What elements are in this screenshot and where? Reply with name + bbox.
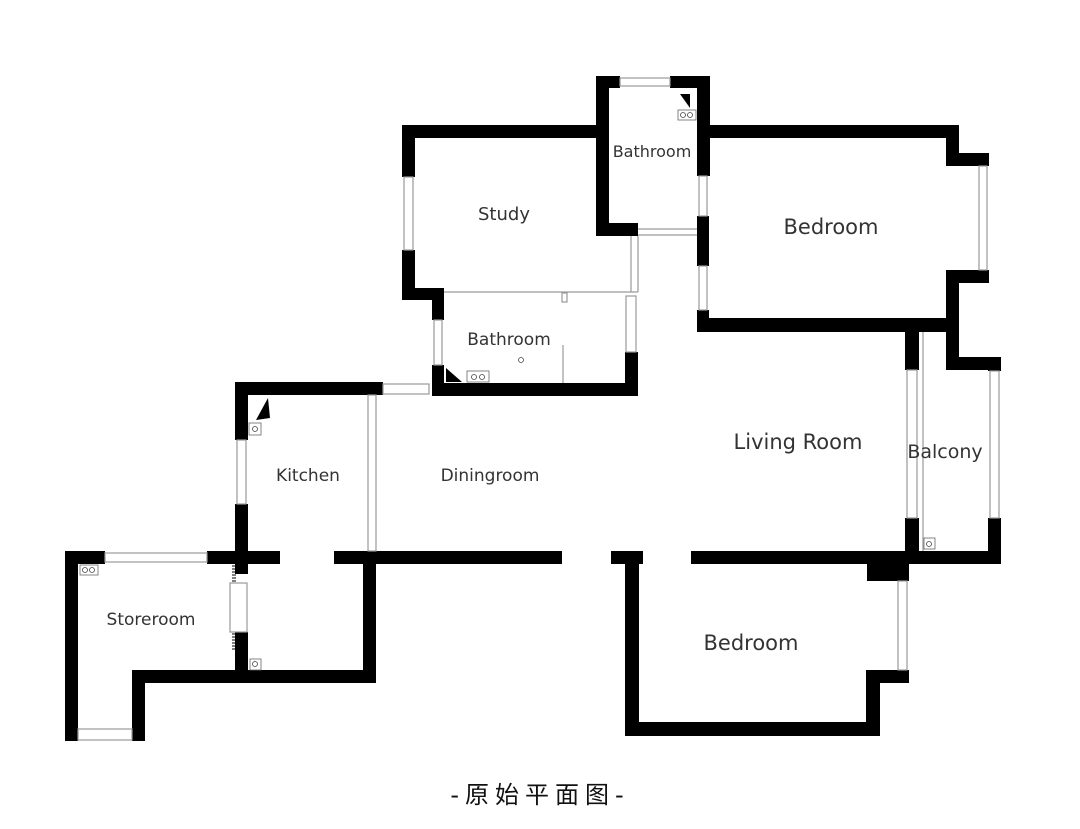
room-label-storeroom: Storeroom [107, 610, 196, 630]
partition [625, 295, 637, 353]
partition [229, 582, 248, 633]
wall [402, 125, 415, 177]
window [978, 165, 988, 271]
room-label-living-room: Living Room [734, 430, 863, 454]
wall [65, 551, 78, 741]
wall [235, 382, 248, 440]
wall [625, 551, 639, 736]
drain [249, 658, 262, 671]
floor-drain [518, 357, 524, 363]
wall [977, 153, 989, 166]
room-label-study: Study [478, 204, 530, 225]
drain [89, 567, 95, 573]
window [77, 728, 133, 741]
drain [82, 567, 88, 573]
wall [625, 352, 638, 396]
windows-and-partitions [77, 77, 1000, 741]
drain [926, 541, 932, 547]
pipe-shaft [256, 398, 270, 420]
wall [334, 551, 562, 564]
wall [946, 357, 1001, 370]
drain [252, 426, 258, 432]
wall [625, 722, 880, 736]
wall [988, 357, 1001, 371]
wall [207, 551, 280, 564]
wall [235, 632, 248, 683]
window [382, 383, 430, 395]
room-label-bedroom-top: Bedroom [784, 215, 879, 239]
wall [697, 318, 959, 332]
wall [866, 670, 909, 683]
wall [432, 288, 444, 320]
window [989, 370, 1000, 519]
wall [65, 728, 78, 741]
plan-caption: -原始平面图- [450, 781, 630, 809]
drain [252, 661, 258, 667]
window [433, 319, 443, 366]
fixture [561, 292, 568, 303]
drain [248, 422, 262, 436]
drain [79, 564, 99, 576]
drain [680, 112, 686, 118]
wall [132, 670, 376, 683]
room-label-bathroom-top: Bathroom [613, 142, 692, 161]
drain [479, 374, 485, 380]
pipe-shaft [680, 94, 690, 108]
wall [596, 223, 638, 236]
partition [367, 394, 377, 552]
room-labels: Study Bathroom Bedroom Bathroom Living R… [107, 142, 983, 655]
wall [697, 216, 709, 266]
wall [905, 330, 919, 370]
sliding-door [906, 369, 918, 519]
drain [923, 537, 936, 550]
fixtures [79, 94, 936, 671]
partition [698, 175, 708, 217]
drain [677, 109, 697, 121]
hatch-marks [232, 565, 236, 650]
window [236, 439, 247, 505]
wall [402, 250, 415, 300]
room-label-kitchen: Kitchen [276, 466, 340, 486]
window [403, 176, 414, 251]
wall [132, 670, 145, 741]
wall [905, 518, 919, 558]
room-label-balcony: Balcony [907, 441, 982, 463]
room-label-bathroom-mid: Bathroom [467, 330, 551, 350]
wall [363, 551, 376, 683]
window [897, 580, 908, 671]
room-label-bedroom-bottom: Bedroom [704, 631, 799, 655]
wall [235, 382, 383, 395]
wall [432, 383, 638, 396]
drain [466, 370, 490, 383]
walls [65, 76, 1001, 741]
pipe-shaft [446, 368, 462, 382]
wall [402, 125, 600, 138]
wall [866, 670, 880, 736]
wall [697, 125, 959, 138]
window [619, 77, 671, 87]
wall [691, 551, 921, 564]
wall [905, 551, 1001, 564]
drain [471, 374, 477, 380]
wall [596, 76, 620, 88]
window [104, 552, 208, 563]
wall [697, 310, 709, 332]
drain [687, 112, 693, 118]
wall [596, 76, 609, 236]
wall [867, 551, 909, 581]
wall [946, 270, 959, 332]
room-label-dining-room: Diningroom [441, 466, 540, 486]
partition [698, 265, 708, 311]
